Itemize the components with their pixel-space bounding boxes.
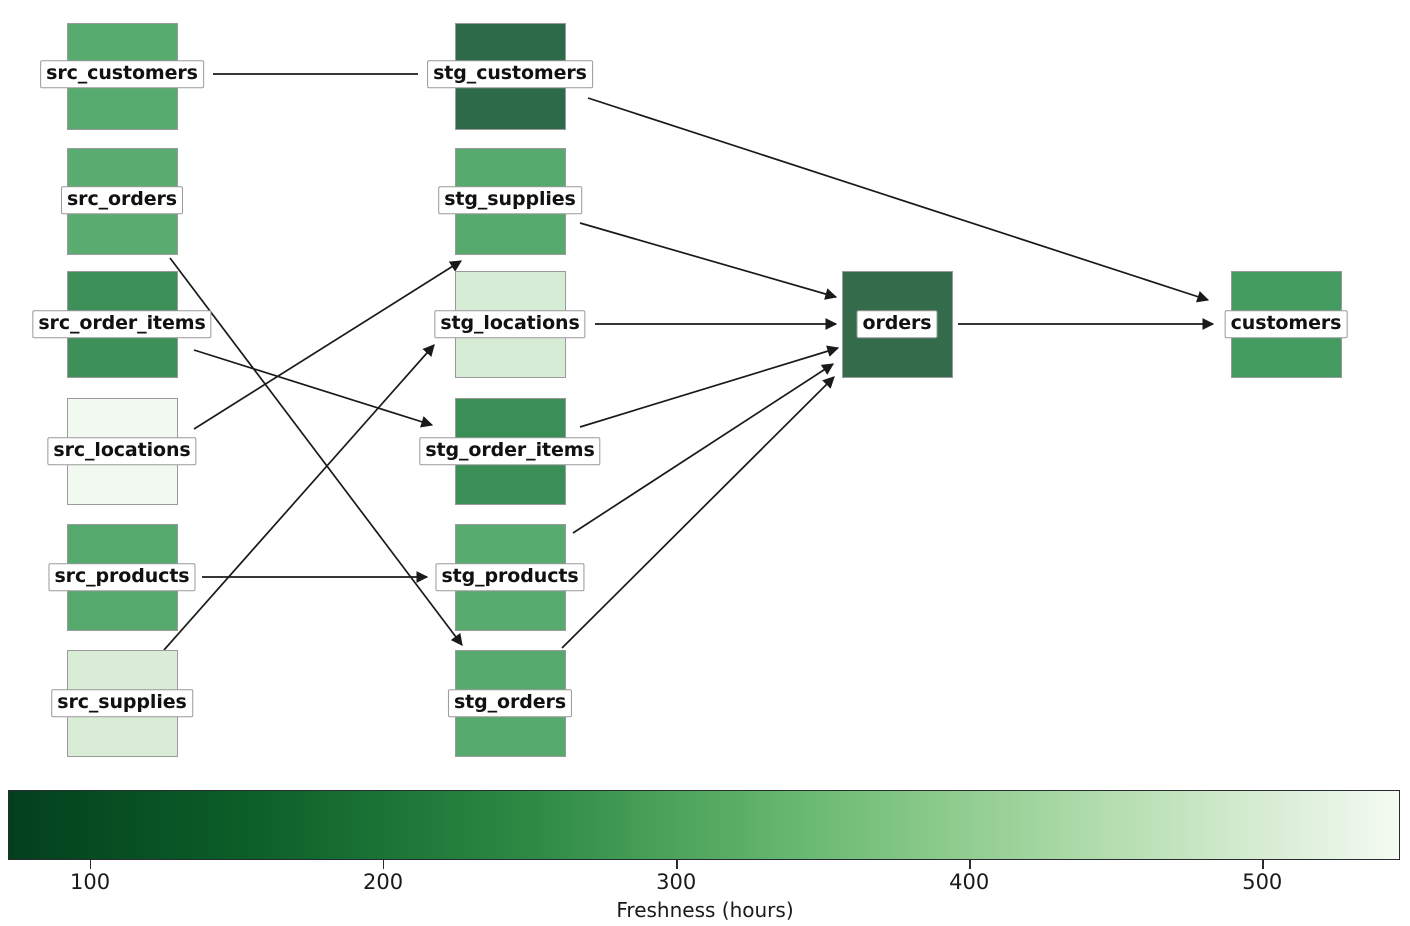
- colorbar-tick-label: 500: [1242, 870, 1283, 894]
- node-label-src_locations[interactable]: src_locations: [47, 437, 197, 465]
- colorbar-tick: [676, 860, 678, 869]
- colorbar-tick-label: 400: [949, 870, 990, 894]
- node-label-stg_customers[interactable]: stg_customers: [427, 60, 593, 88]
- node-label-src_order_items[interactable]: src_order_items: [32, 310, 212, 338]
- edge-stg_products-orders: [572, 363, 834, 534]
- node-label-customers[interactable]: customers: [1224, 310, 1348, 338]
- edge-src_order_items-stg_order_items: [193, 349, 434, 428]
- colorbar-tick: [90, 860, 92, 869]
- colorbar-axis-label: Freshness (hours): [616, 898, 794, 922]
- colorbar-tick-label: 300: [656, 870, 697, 894]
- colorbar-tick: [383, 860, 385, 869]
- node-label-src_products[interactable]: src_products: [48, 563, 196, 591]
- edge-src_supplies-stg_supplies: [163, 344, 435, 651]
- node-label-stg_order_items[interactable]: stg_order_items: [419, 437, 601, 465]
- colorbar-section: 100 200 300 400 500 Freshness (hours): [0, 780, 1410, 926]
- edge-stg_customers-customers: [587, 97, 1210, 303]
- colorbar-tick-label: 100: [70, 870, 111, 894]
- colorbar-tick-label: 200: [363, 870, 404, 894]
- edge-stg_order_items-orders: [579, 345, 840, 428]
- lineage-graph: src_customers src_orders src_order_items…: [32, 23, 1348, 757]
- colorbar-tick: [1262, 860, 1264, 869]
- node-label-orders[interactable]: orders: [856, 310, 938, 338]
- edge-stg_supplies-orders: [579, 222, 838, 300]
- edge-stg_orders-orders: [561, 376, 835, 649]
- node-label-src_orders[interactable]: src_orders: [60, 186, 184, 214]
- node-label-stg_supplies[interactable]: stg_supplies: [438, 186, 582, 214]
- node-label-stg_orders[interactable]: stg_orders: [447, 689, 573, 717]
- node-label-stg_locations[interactable]: stg_locations: [434, 310, 586, 338]
- edge-src_locations-stg_locations: [193, 260, 463, 430]
- freshness-colorbar: [8, 790, 1400, 860]
- edge-src_orders-stg_orders: [169, 257, 463, 646]
- edge-layer: [163, 73, 1215, 651]
- node-label-src_supplies[interactable]: src_supplies: [51, 689, 193, 717]
- colorbar-tick: [969, 860, 971, 869]
- node-label-src_customers[interactable]: src_customers: [40, 60, 204, 88]
- node-label-stg_products[interactable]: stg_products: [435, 563, 585, 591]
